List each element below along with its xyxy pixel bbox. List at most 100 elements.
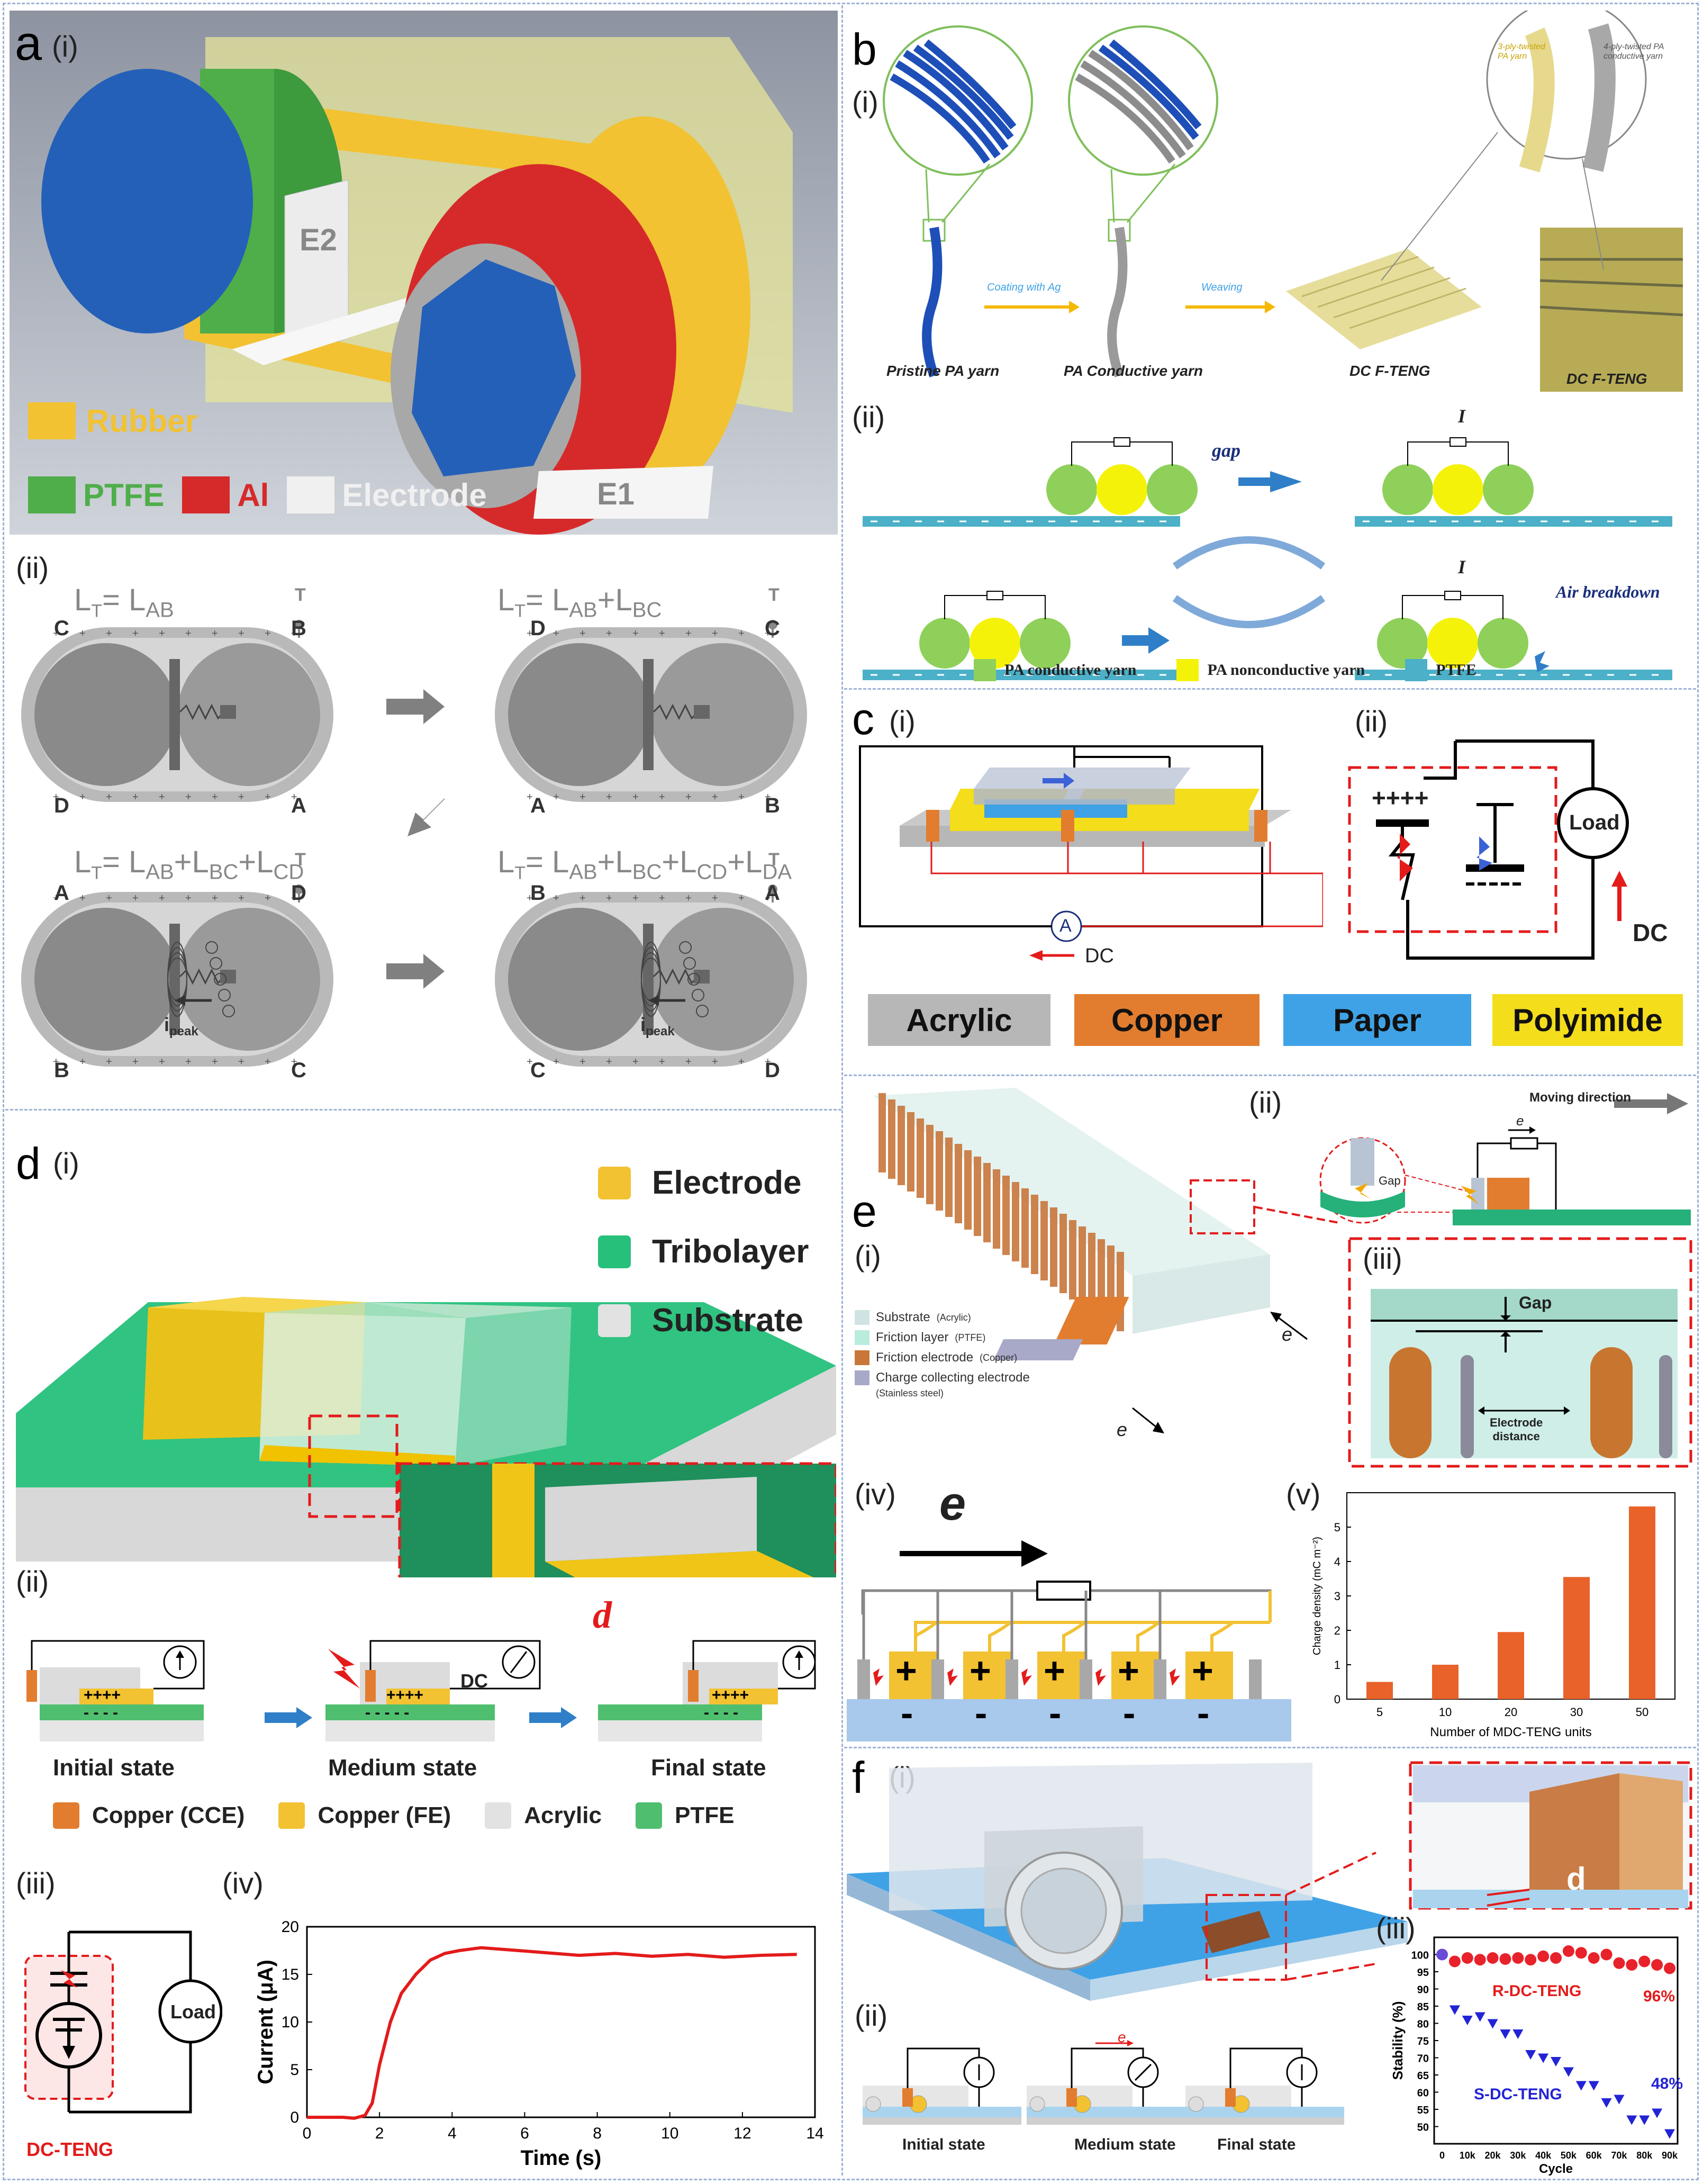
f-initial-label: Initial state — [902, 2136, 985, 2153]
panel-b-letter: b — [852, 24, 877, 74]
e-ii-gap-label: Gap — [1379, 1174, 1401, 1187]
panel-e-ii: Moving direction e Gap — [1318, 1080, 1693, 1233]
drum-right — [177, 908, 320, 1051]
panel-c-ii-label: (ii) — [1355, 705, 1388, 738]
svg-text:+: + — [132, 791, 139, 803]
b-state-1 — [863, 437, 1198, 527]
label-e2: E2 — [300, 223, 337, 257]
svg-text:+: + — [132, 628, 139, 639]
charge-circle — [214, 973, 227, 986]
electrode-e1 — [220, 705, 236, 719]
y-tick-label: 1 — [1334, 1658, 1340, 1672]
legend-electrode-label: Electrode — [342, 477, 487, 513]
panel-d-ii-label: (ii) — [16, 1565, 49, 1598]
f-d-label: d — [1566, 1861, 1586, 1897]
bar — [1498, 1632, 1524, 1699]
svg-text:+: + — [527, 892, 533, 904]
c-plus-label: ++++ — [1372, 784, 1429, 811]
ptfe-bar — [863, 670, 1180, 680]
friction-electrode — [1050, 1207, 1057, 1287]
f-final-label: Final state — [1217, 2136, 1296, 2153]
drum-left — [34, 908, 177, 1051]
charge-circle — [205, 941, 218, 954]
svg-text:+: + — [238, 791, 244, 803]
panel-a-i-label: (i) — [52, 30, 78, 63]
dc-fteng-1-label: DC F-TENG — [1349, 363, 1430, 379]
nonconductive-yarn — [970, 618, 1020, 669]
svg-text:+: + — [212, 791, 218, 803]
x-axis-label: Number of MDC-TENG units — [1430, 1725, 1591, 1739]
svg-text:+: + — [685, 1056, 692, 1068]
y-tick-label: 10 — [282, 2014, 299, 2031]
spark — [1170, 1668, 1180, 1686]
e-iv-substrate — [847, 1699, 1291, 1741]
svg-text:+: + — [159, 628, 165, 639]
friction-electrode — [1079, 1226, 1086, 1306]
s-dc-teng-label: S-DC-TENG — [1474, 2086, 1562, 2103]
svg-text:+: + — [291, 791, 297, 803]
e-arrow-label-2: e — [1117, 1419, 1128, 1440]
svg-text:+: + — [212, 628, 218, 639]
panel-b-i: Pristine PA yarn PA Conductive yarn DC F… — [847, 0, 1693, 392]
legend-acrylic: Acrylic — [868, 994, 1050, 1046]
panel-a-ii: ++++++++++++++++++++++++++++++++++++++++… — [21, 572, 836, 1101]
resistor — [986, 591, 1003, 600]
ply4-label: 4-ply-twisted PA conductive yarn — [1604, 42, 1664, 61]
resistor — [1444, 591, 1461, 600]
s-dc-teng-point — [1474, 2012, 1485, 2022]
friction-electrode — [889, 1651, 937, 1699]
s-dc-teng-point — [1588, 2081, 1599, 2091]
panel-f-i — [847, 1752, 1408, 2059]
charge-circle — [696, 1005, 709, 1017]
spark — [1535, 651, 1550, 672]
y-tick-label: 5 — [1334, 1521, 1340, 1534]
c-dc2-label: DC — [1633, 919, 1668, 946]
friction-electrode — [936, 1131, 943, 1211]
spark — [873, 1668, 884, 1686]
x-tick-label: 50 — [1636, 1705, 1648, 1719]
panel-c-i: A DC — [847, 730, 1324, 969]
s4-bot-left: C — [530, 1059, 546, 1082]
s-dc-teng-point — [1462, 2016, 1473, 2025]
conductive-yarn — [1382, 464, 1433, 515]
svg-text:+: + — [579, 791, 586, 803]
x-axis-label: Cycle — [1539, 2162, 1573, 2176]
ammeter-label: A — [1059, 916, 1072, 936]
y-tick-label: 20 — [282, 1918, 299, 1936]
e-iii-zoom — [1348, 1237, 1692, 1468]
legend-row-2: PTFE Al Electrode — [28, 476, 487, 513]
b-state-3 — [863, 591, 1180, 680]
svg-text:+: + — [765, 628, 771, 639]
panel-f-iii-label: (iii) — [1376, 1911, 1416, 1945]
charge-circle — [679, 941, 692, 954]
friction-electrode — [1069, 1220, 1076, 1299]
s2-bot-right: B — [765, 794, 780, 817]
x-tick-label: 40k — [1535, 2150, 1552, 2161]
panel-a-i-render: a (i) E2 E1 Rubber PTFE Al Electrode — [10, 11, 838, 535]
panel-d-iii: Load DC-TENG — [16, 1911, 223, 2165]
svg-text:+: + — [895, 1650, 917, 1691]
s-dc-teng-point — [1538, 2053, 1549, 2063]
svg-text:+: + — [527, 1056, 533, 1068]
svg-text:-: - — [1049, 1692, 1061, 1734]
panel-e-iv-label: (iv) — [855, 1477, 896, 1511]
panel-e-v-label: (v) — [1286, 1477, 1321, 1511]
r-dc-teng-point — [1461, 1952, 1473, 1964]
e-i-device — [873, 1088, 1339, 1433]
f-final — [1185, 2047, 1344, 2125]
friction-electrode — [1088, 1233, 1095, 1312]
f-medium-label: Medium state — [1074, 2136, 1176, 2153]
c-dc-label: DC — [1085, 945, 1114, 967]
drum-left — [34, 643, 177, 786]
svg-text:+: + — [685, 628, 692, 639]
friction-electrode — [926, 1125, 934, 1204]
y-tick-label: 2 — [1334, 1624, 1340, 1637]
y-tick-label: 0 — [290, 2109, 299, 2126]
current-label-2: I — [1458, 556, 1466, 577]
conductive-yarn — [1377, 618, 1428, 669]
x-tick-label: 20 — [1505, 1705, 1517, 1719]
t-label-3: T — [295, 850, 306, 870]
d-ii-legend: Copper (CCE) Copper (FE) Acrylic PTFE — [53, 1802, 734, 1829]
